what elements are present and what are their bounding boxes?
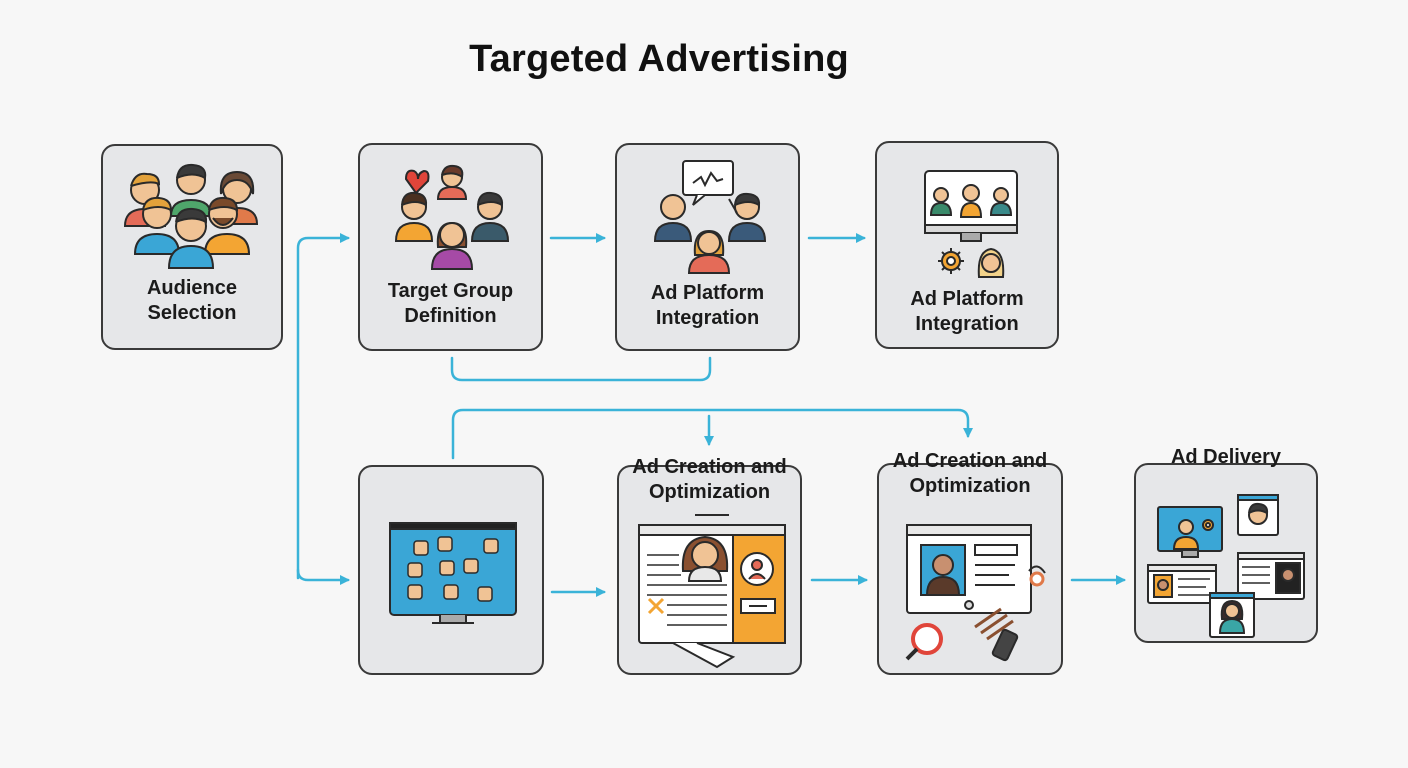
connector-left-lower [296, 568, 350, 585]
step-ad-delivery: Ad Delivery [1134, 446, 1318, 644]
loop-under-top [450, 356, 712, 382]
step-audience-monitor [358, 465, 544, 675]
multi-screen-icon [1146, 493, 1310, 644]
step-label: Ad Delivery [1170, 446, 1282, 468]
monitor-audience-icon [388, 521, 518, 636]
target-group-icon [394, 161, 512, 276]
monitor-people-icon [921, 169, 1021, 286]
diagram-title: Targeted Advertising [469, 38, 849, 80]
distribution-line [451, 408, 973, 460]
people-group-icon [123, 154, 263, 275]
ad-document-icon [637, 509, 787, 674]
ad-analysis-icon [905, 523, 1055, 668]
connector-left-upper [296, 233, 350, 580]
platform-meeting-icon [653, 159, 769, 280]
